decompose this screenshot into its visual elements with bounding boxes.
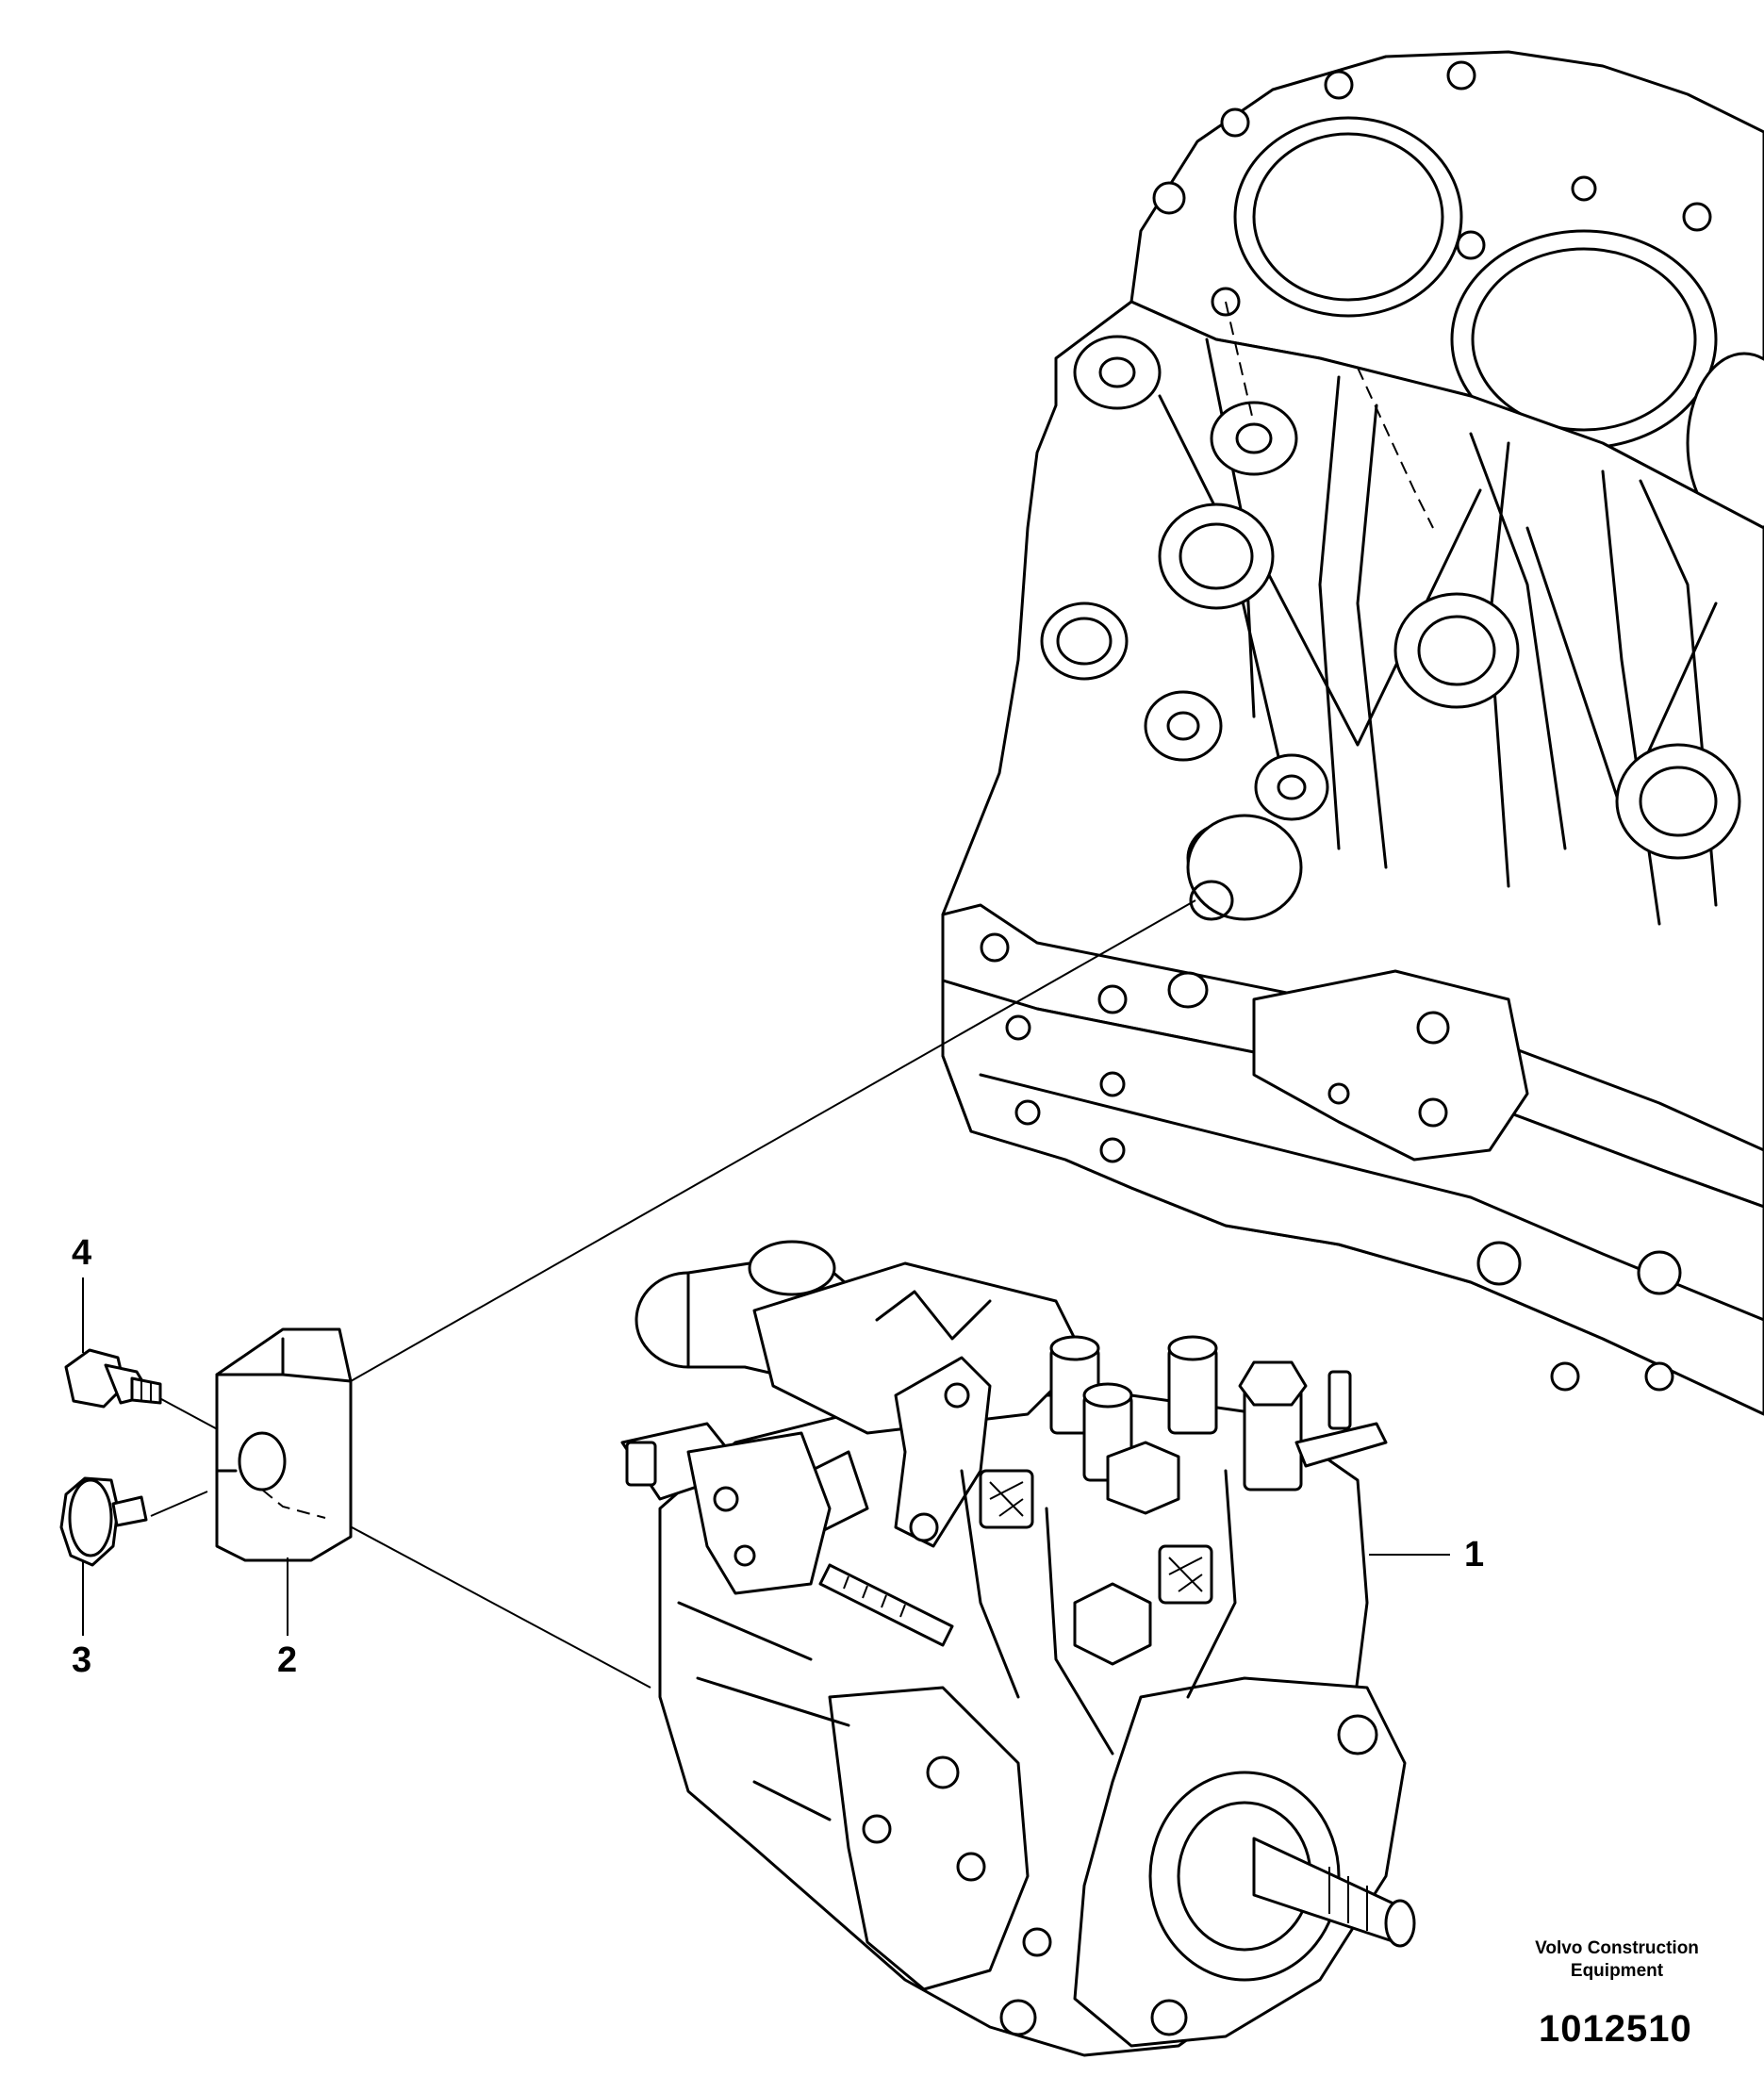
engine-block-illustration <box>941 50 1764 1416</box>
publisher-name: Volvo Construction Equipment <box>1508 1937 1725 1983</box>
figure-number: 1012510 <box>1539 2008 1692 2050</box>
callout-1: 1 <box>1464 1535 1485 1574</box>
callout-3: 3 <box>72 1640 92 1680</box>
callout-2: 2 <box>277 1640 298 1680</box>
publisher-line-1: Volvo Construction <box>1535 1938 1699 1958</box>
callout-4: 4 <box>72 1233 92 1273</box>
bolt-4-illustration <box>64 1348 162 1409</box>
injection-pump-illustration <box>620 1240 1416 2057</box>
callout-leaders <box>82 1277 1450 1636</box>
bracket-illustration <box>215 1327 353 1562</box>
bolt-3-illustration <box>59 1476 148 1567</box>
publisher-line-2: Equipment <box>1570 1960 1664 1981</box>
